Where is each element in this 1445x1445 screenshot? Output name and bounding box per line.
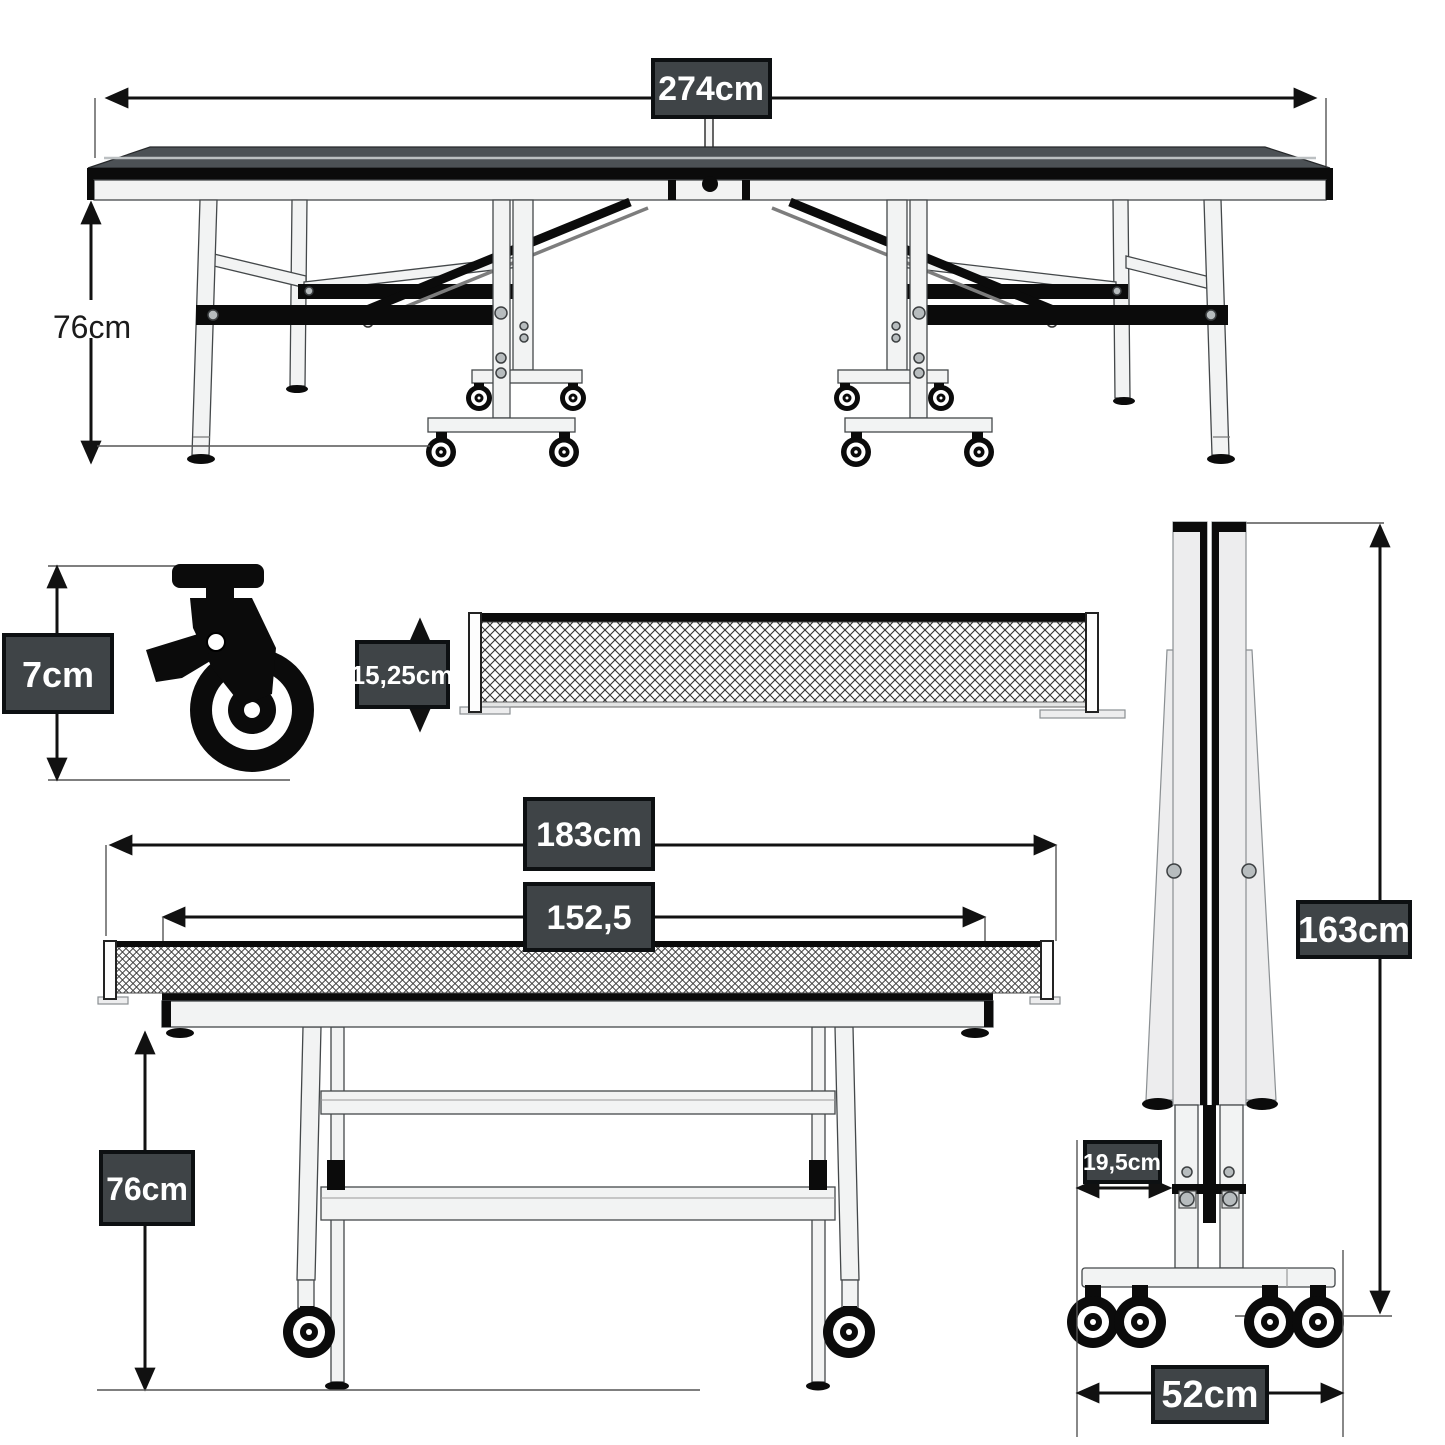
table-leg: [191, 199, 218, 456]
table-leg: [1203, 199, 1230, 456]
table-width-label: 152,5: [546, 899, 631, 937]
net-post-knob-icon: [702, 176, 718, 192]
caster-wheel-icon: [841, 437, 994, 467]
table-side-view: 76cm 274cm: [53, 58, 1333, 467]
diagonal-brace: [350, 197, 632, 321]
front-height-label-box: [99, 1150, 195, 1226]
trolley-base: [1081, 1267, 1336, 1288]
caster-wheel-icon: [1067, 1285, 1344, 1348]
diagonal-brace: [788, 197, 1070, 321]
folded-height-label-box: [1296, 900, 1412, 959]
table-leg: [834, 1026, 860, 1281]
net-icon: [459, 612, 1126, 719]
table-end-apron: [161, 1000, 994, 1028]
caster-wheel-detail: 7cm: [2, 564, 314, 782]
length-label-box: [651, 58, 772, 119]
front-height-label: 76cm: [106, 1171, 188, 1207]
folded-depth-label-box: [1083, 1140, 1162, 1184]
table-leg: [296, 1026, 322, 1281]
caster-mount-plate: [172, 564, 264, 588]
caster-height-label: 7cm: [22, 654, 94, 695]
caster-height-label-box: [2, 633, 114, 714]
caster-wheel-icon: [283, 1306, 875, 1358]
folded-table-view: 19,5cm 52cm 163cm: [1067, 521, 1412, 1437]
table-front-view: 76cm 183cm 152,5: [97, 797, 1061, 1392]
table-width-label-box: [523, 882, 655, 952]
net-length-label: 183cm: [536, 816, 642, 854]
folded-height-label: 163cm: [1298, 909, 1410, 950]
base-width-label: 52cm: [1161, 1374, 1258, 1416]
base-width-label-box: [1151, 1365, 1269, 1424]
caster-wheel-icon: [426, 437, 579, 467]
net-length-label-box: [523, 797, 655, 871]
brake-lever-icon: [146, 634, 212, 682]
net-detail: 15,25cm: [351, 612, 1126, 733]
net-height-label-box: [355, 640, 450, 709]
side-length-label: 274cm: [658, 70, 764, 108]
tabletop-edge-band: [87, 168, 1333, 180]
caster-wheel-icon: [834, 385, 954, 411]
net-height-label: 15,25cm: [351, 660, 454, 690]
folded-depth-label: 19,5cm: [1083, 1149, 1161, 1175]
caster-wheel-icon: [466, 385, 586, 411]
caster-wheel-icon: [146, 564, 314, 772]
side-height-label: 76cm: [53, 309, 131, 345]
